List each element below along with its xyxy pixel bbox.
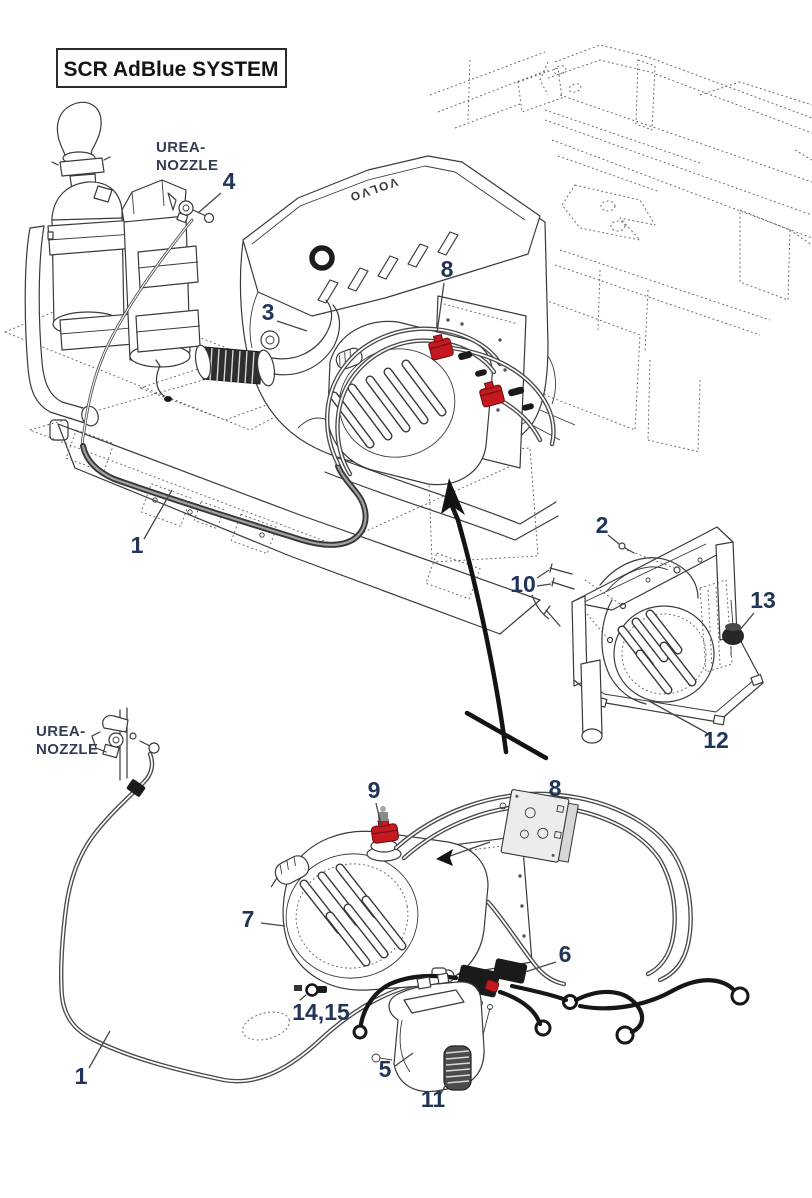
callout-11: 11 — [421, 1086, 446, 1112]
chassis-frame — [429, 44, 812, 453]
title-box: SCR AdBlue SYSTEM — [56, 48, 287, 88]
callout-3: 3 — [262, 299, 275, 325]
pump-filter-11 — [443, 1045, 472, 1091]
urea-nozzle-label-schematic-line2: NOZZLE — [36, 741, 98, 758]
urea-nozzle-assembly-schematic — [91, 707, 160, 781]
hose-clamp — [126, 779, 146, 797]
heater-coils — [329, 359, 447, 449]
callout-leaders — [88, 192, 755, 1096]
adblue-pump-5 — [371, 972, 485, 1093]
callout-4: 4 — [223, 168, 236, 194]
callout-8-schematic: 8 — [549, 775, 562, 801]
exhaust-stack-elbow — [56, 101, 102, 164]
part-labels: UREA- NOZZLE UREA- NOZZLE — [36, 139, 218, 758]
callout-8-main: 8 — [441, 256, 454, 282]
tank-unit-schematic — [270, 806, 533, 991]
tank-breather — [270, 855, 310, 888]
mounting-screws — [543, 542, 703, 644]
urea-nozzle-label-main-line1: UREA- — [156, 139, 206, 156]
inline-connector-red — [484, 979, 500, 993]
detail-heater-coils — [617, 609, 697, 695]
callout-1-schematic: 1 — [75, 1063, 88, 1089]
callout-6: 6 — [559, 941, 572, 967]
tank-heater-coils-schematic — [299, 863, 407, 967]
page-title: SCR AdBlue SYSTEM — [63, 58, 278, 81]
hose-connector-red-b — [479, 380, 505, 408]
pump-unit-main — [327, 295, 553, 486]
callout-2: 2 — [596, 512, 609, 538]
exhaust-aftertreatment-unit — [24, 101, 215, 449]
callout-12: 12 — [703, 727, 729, 753]
valve-block-8 — [499, 789, 579, 863]
callout-14-15: 14,15 — [292, 999, 350, 1025]
urea-nozzle-fitting-main — [167, 192, 215, 224]
hose-connector-red-a — [428, 333, 454, 361]
callout-13: 13 — [750, 587, 776, 613]
floor-marking — [242, 1011, 290, 1041]
callout-9: 9 — [368, 777, 381, 803]
filler-cap-red — [370, 818, 399, 844]
callout-7: 7 — [242, 906, 255, 932]
heater-grid — [699, 579, 733, 673]
urea-nozzle-label-main-line2: NOZZLE — [156, 157, 218, 174]
arrowhead — [441, 478, 465, 515]
urea-hose-main — [83, 446, 366, 545]
cap-stud — [378, 812, 388, 821]
intake-boss — [309, 245, 335, 271]
exhaust-stub — [580, 659, 603, 739]
urea-supply-hose-schematic — [61, 754, 440, 1081]
clamp-14-15 — [294, 983, 327, 1001]
valve-block-arrow — [436, 841, 491, 866]
callout-1-main: 1 — [131, 532, 144, 558]
urea-nozzle-label-schematic-line1: UREA- — [36, 723, 86, 740]
schematic-view — [61, 707, 750, 1093]
callout-numbers: 1 3 4 8 2 10 12 13 1 5 6 7 8 9 11 14,15 — [75, 168, 776, 1112]
flex-exhaust-pipe — [194, 299, 341, 387]
detail-view-bracket — [543, 526, 764, 744]
valve-cover — [242, 155, 541, 317]
bracket-top-rail — [571, 526, 734, 611]
callout-5: 5 — [379, 1056, 392, 1082]
valve-part-13 — [722, 599, 744, 656]
callout-10: 10 — [510, 571, 536, 597]
pump-handle-arc — [599, 557, 699, 599]
pointer-arrow — [441, 478, 549, 761]
